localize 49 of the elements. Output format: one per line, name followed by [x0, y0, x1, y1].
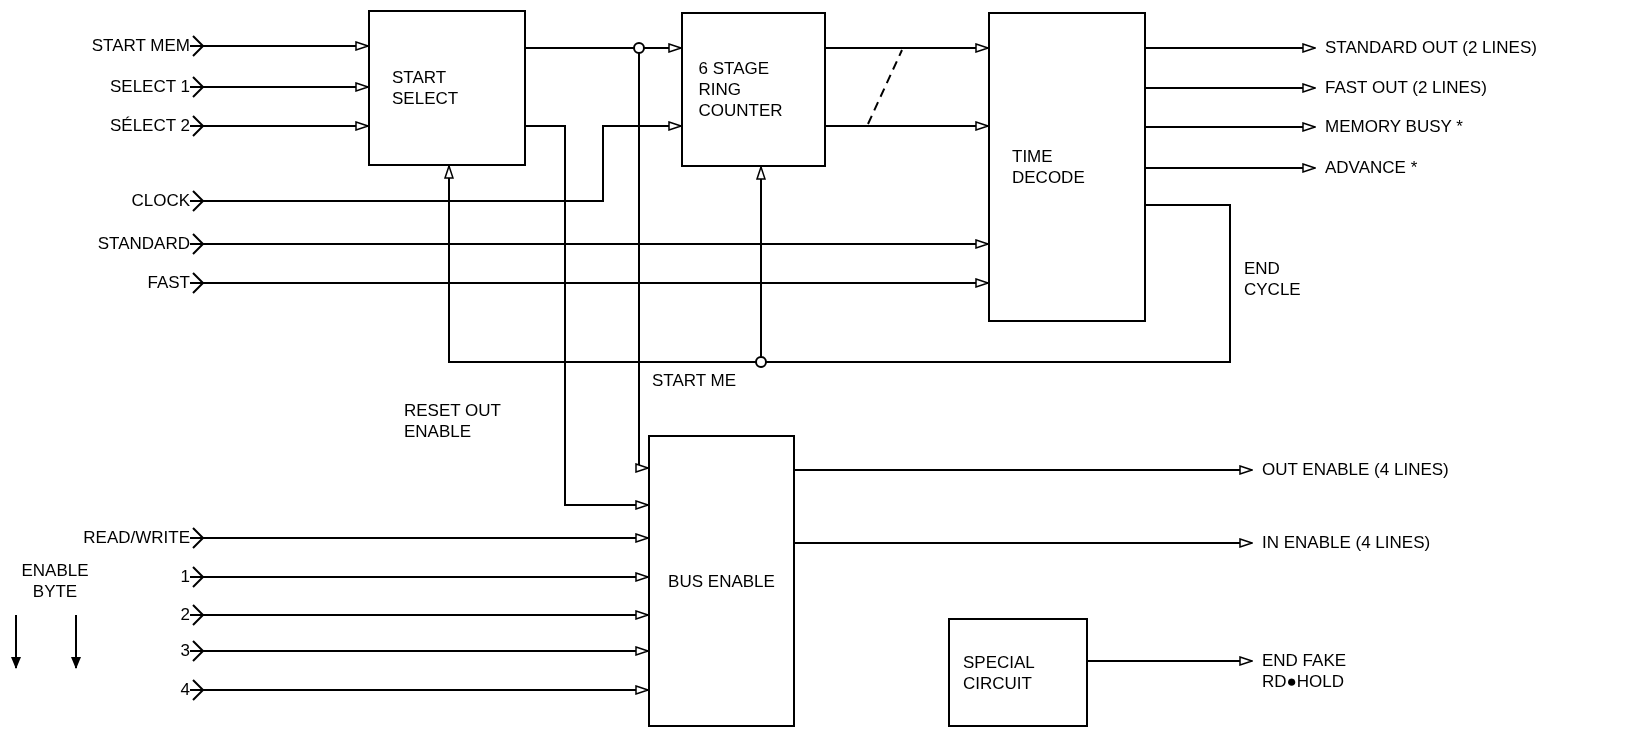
arrow	[189, 572, 649, 582]
signal-name: 1	[180, 566, 190, 588]
signal-name: 4	[180, 679, 190, 701]
arrow	[1145, 83, 1316, 93]
arrow	[189, 278, 989, 288]
signal-name: IN ENABLE (4 LINES)	[1262, 532, 1562, 554]
signal-name: FAST	[147, 272, 190, 294]
arrow	[525, 125, 649, 510]
arrow	[189, 610, 649, 620]
arrow	[189, 121, 369, 131]
arrow	[189, 646, 649, 656]
arrow	[189, 82, 369, 92]
block-box	[368, 10, 526, 166]
block-box	[948, 618, 1088, 727]
signal-name: SÉLECT 2	[110, 115, 190, 137]
signal-name: END FAKE RD●HOLD	[1262, 650, 1372, 694]
arrow	[189, 685, 649, 695]
signal-name: OUT ENABLE (4 LINES)	[1262, 459, 1562, 481]
arrow	[794, 538, 1253, 548]
block-label: BUS ENABLE	[668, 570, 775, 592]
block-label: 6 STAGE RING COUNTER	[698, 58, 784, 121]
block-label: TIME DECODE	[1012, 146, 1086, 188]
arrow	[1145, 43, 1316, 53]
arrow	[189, 533, 649, 543]
signal-name: MEMORY BUSY *	[1325, 116, 1625, 138]
arrow	[189, 239, 989, 249]
arrow	[1145, 163, 1316, 173]
signal-name: 2	[180, 604, 190, 626]
arrow	[189, 121, 682, 202]
block-box	[648, 435, 795, 727]
arrow	[1087, 656, 1253, 666]
arrow	[825, 121, 989, 131]
signal-name: START MEM	[91, 35, 190, 57]
signal-name: 3	[180, 640, 190, 662]
signal-name: STANDARD OUT (2 LINES)	[1325, 37, 1625, 59]
block-label: SPECIAL CIRCUIT	[963, 651, 1036, 694]
arrow	[825, 43, 989, 53]
block-box	[988, 12, 1146, 322]
arrow	[1145, 122, 1316, 132]
signal-name: STANDARD	[97, 233, 190, 255]
signal-name: ADVANCE *	[1325, 157, 1625, 179]
arrow	[189, 41, 369, 51]
signal-name: FAST OUT (2 LINES)	[1325, 77, 1625, 99]
block-label: START SELECT	[392, 67, 460, 109]
signal-name: CLOCK	[131, 190, 190, 212]
signal-name: SELECT 1	[110, 76, 190, 98]
arrow	[794, 465, 1253, 475]
block-box	[681, 12, 826, 167]
signal-name: READ/WRITE	[83, 527, 190, 549]
